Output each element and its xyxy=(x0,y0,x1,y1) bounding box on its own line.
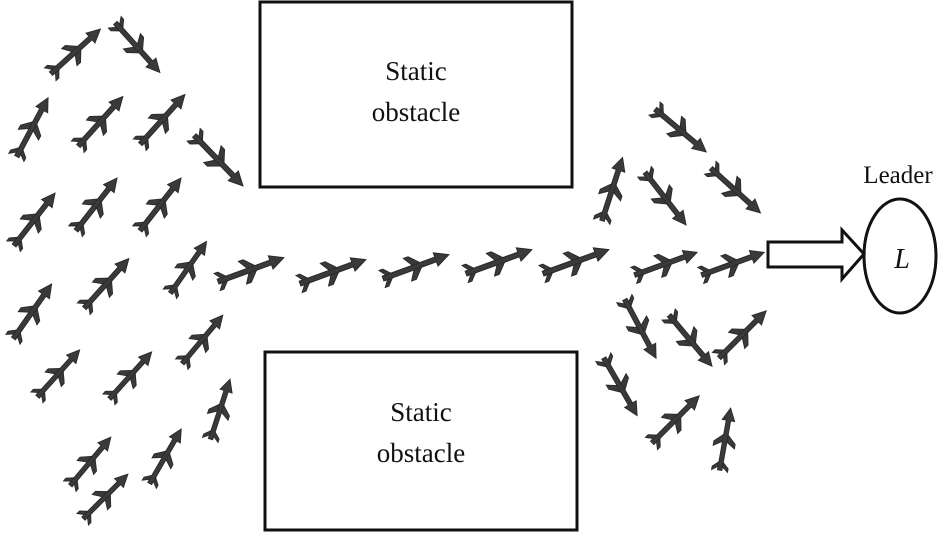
airplane-icon xyxy=(613,292,667,365)
airplane-icon xyxy=(3,276,62,347)
airplane-icon xyxy=(294,247,371,296)
airplane-icon xyxy=(61,429,120,494)
airplane-icon xyxy=(212,245,289,294)
airplane-icon xyxy=(74,466,136,528)
airplane-icon xyxy=(629,241,702,287)
airplane-icon xyxy=(139,423,192,491)
airplane-icon xyxy=(5,91,59,164)
airplane-icon xyxy=(199,375,241,444)
obstacle-top-box xyxy=(258,0,574,189)
airplane-icon xyxy=(537,237,614,286)
airplane-icon xyxy=(377,242,454,291)
airplane-icon xyxy=(68,88,132,155)
leader-symbol: L xyxy=(893,244,910,275)
airplane-icon xyxy=(100,344,161,408)
airplane-icon xyxy=(460,237,537,286)
airplane-icon xyxy=(66,170,127,239)
static-obstacle-top: Static obstacle xyxy=(258,0,574,189)
obstacle-top-label-line1: Static xyxy=(385,56,447,86)
obstacle-bottom-label-line1: Static xyxy=(390,397,452,427)
airplane-icon xyxy=(28,342,89,406)
airplane-icon xyxy=(4,185,65,254)
airplane-icon xyxy=(74,250,138,317)
airplane-icon xyxy=(635,164,696,233)
airplane-icon xyxy=(184,125,253,195)
obstacle-bottom-label-line2: obstacle xyxy=(377,438,465,468)
leader-node: Leader L xyxy=(862,162,938,315)
direction-arrow-icon xyxy=(766,226,867,283)
airplane-icon xyxy=(130,86,194,153)
airplane-icon xyxy=(659,306,722,375)
airplane-icon xyxy=(42,20,109,84)
airplane-icon xyxy=(709,302,775,368)
airplane-icon xyxy=(642,387,708,453)
airplane-icon xyxy=(708,405,742,474)
airplane-icon xyxy=(702,158,769,222)
airplane-icon xyxy=(696,241,769,287)
airplane-icon xyxy=(160,234,216,301)
obstacle-top-label-line2: obstacle xyxy=(372,97,460,127)
airplane-icon xyxy=(646,99,715,162)
airplane-icon xyxy=(105,14,169,81)
obstacle-bottom-box xyxy=(263,350,579,532)
static-obstacle-bottom: Static obstacle xyxy=(263,350,579,532)
leader-caption: Leader xyxy=(863,162,933,189)
airplane-icon xyxy=(593,351,648,422)
airplane-icon xyxy=(130,170,191,239)
airplane-icon xyxy=(590,153,634,226)
airplane-icon xyxy=(173,307,232,372)
